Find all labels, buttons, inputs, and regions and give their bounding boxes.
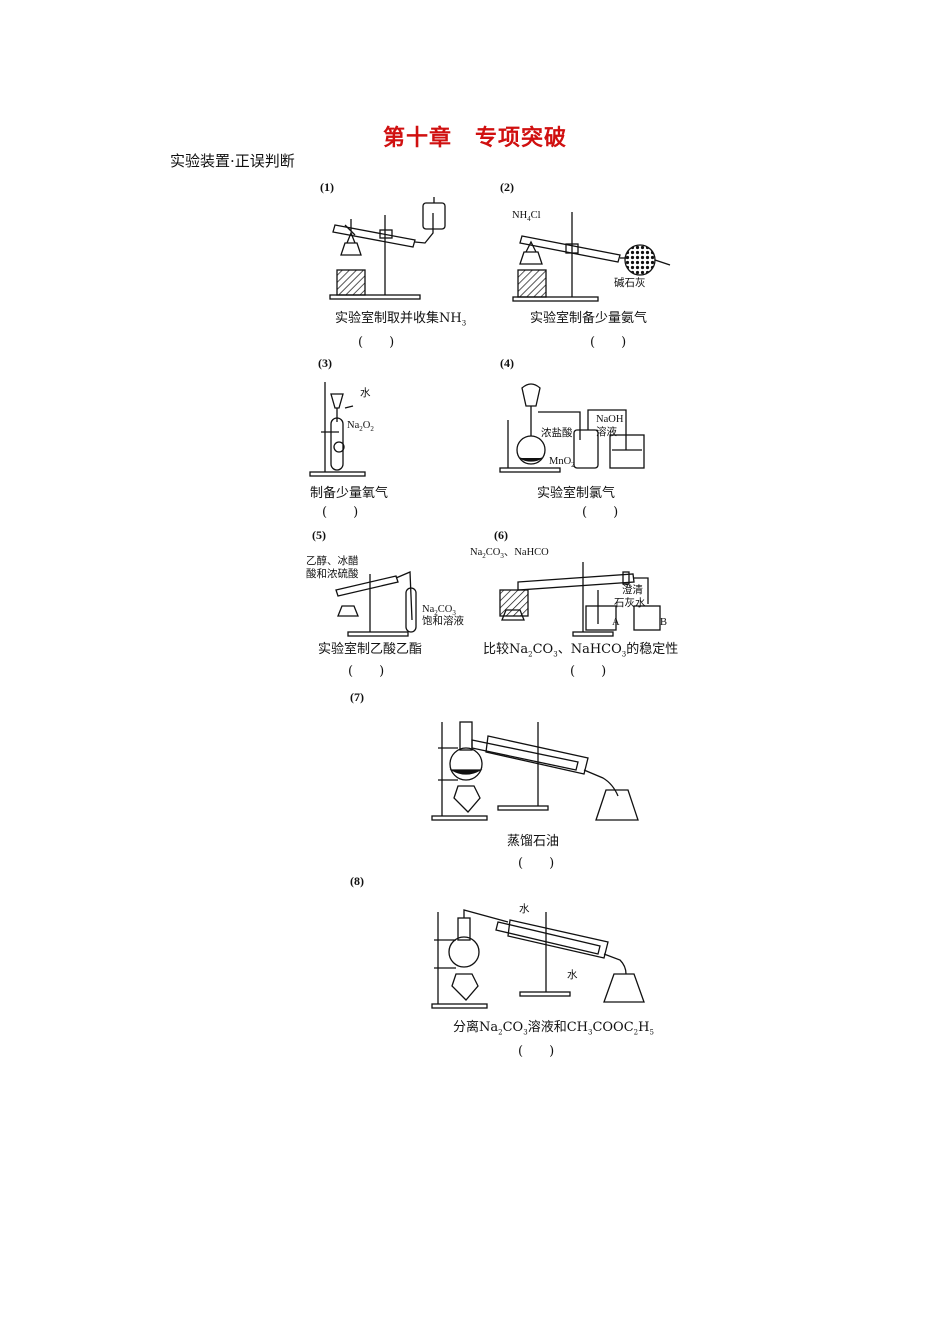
item-7-number: (7): [350, 690, 364, 704]
item-5-number: (5): [312, 528, 326, 542]
item-3-number: (3): [318, 356, 332, 370]
item-5-label-reagents-2: 酸和浓硫酸: [306, 569, 359, 580]
item-3-caption: 制备少量氧气: [310, 486, 389, 501]
page-title: 第十章 专项突破: [382, 126, 567, 151]
item-1-number: (1): [320, 180, 334, 194]
section-subtitle: 实验装置·正误判断: [170, 152, 295, 170]
apparatus-3-illustration: [309, 382, 366, 477]
item-2-answer-blank[interactable]: ( ): [590, 335, 627, 350]
item-8-number: (8): [350, 874, 364, 888]
item-5-answer-blank[interactable]: ( ): [348, 664, 385, 679]
apparatus-6-illustration: [499, 562, 661, 637]
item-5-caption: 实验室制乙酸乙酯: [318, 642, 423, 657]
item-7-answer-blank[interactable]: ( ): [518, 856, 555, 871]
item-6-label-clear: 澄清: [622, 585, 643, 596]
item-6-caption: 比较Na2CO3、NaHCO3的稳定性: [483, 642, 679, 659]
item-4-caption: 实验室制氯气: [537, 486, 616, 501]
item-5-label-saturated: 饱和溶液: [422, 616, 464, 627]
item-6-label-salts: Na2CO3、NaHCO: [470, 547, 549, 561]
item-2-label-sodalime: 碱石灰: [614, 278, 646, 289]
item-1-caption: 实验室制取并收集NH3: [335, 311, 467, 328]
apparatus-2-illustration: [512, 212, 671, 302]
apparatus-7-illustration: [431, 721, 639, 821]
item-8-label-water-in: 水: [519, 904, 530, 915]
item-8-label-water-out: 水: [567, 970, 578, 981]
item-5-label-na2co3: Na2CO3: [422, 604, 456, 618]
item-6-label-b: B: [660, 617, 668, 628]
item-3-label-na2o2: Na2O2: [347, 420, 374, 434]
item-4-label-solution: 溶液: [596, 427, 617, 438]
item-6-number: (6): [494, 528, 508, 542]
item-6-label-a: A: [612, 617, 620, 628]
item-3-label-water: 水: [360, 388, 371, 399]
apparatus-5-illustration: [335, 571, 417, 637]
item-3-answer-blank[interactable]: ( ): [322, 505, 359, 520]
item-5-label-reagents-1: 乙醇、冰醋: [306, 556, 359, 567]
item-4-label-conc-hcl: 浓盐酸: [541, 428, 573, 439]
item-6-answer-blank[interactable]: ( ): [570, 664, 607, 679]
item-2-number: (2): [500, 180, 514, 194]
apparatus-1-illustration: [329, 197, 446, 300]
item-4-label-naoh: NaOH: [596, 414, 624, 425]
item-7-caption: 蒸馏石油: [507, 834, 560, 849]
item-4-number: (4): [500, 356, 514, 370]
item-4-label-mno2: MnO2: [549, 456, 575, 470]
item-8-answer-blank[interactable]: ( ): [518, 1044, 555, 1059]
item-1-answer-blank[interactable]: ( ): [358, 335, 395, 350]
apparatus-8-illustration: [431, 909, 645, 1009]
item-4-answer-blank[interactable]: ( ): [582, 505, 619, 520]
item-2-label-nh4cl: NH4Cl: [512, 210, 541, 224]
item-6-label-limewater: 石灰水: [614, 598, 646, 609]
item-2-caption: 实验室制备少量氨气: [530, 311, 648, 326]
apparatus-4-illustration: [499, 383, 645, 473]
item-8-caption: 分离Na2CO3溶液和CH3COOC2H5: [453, 1020, 654, 1037]
